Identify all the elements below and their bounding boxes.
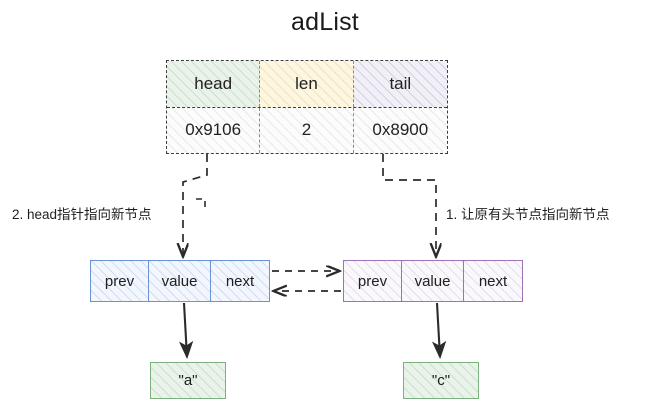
connector-left-value-to-box-a bbox=[178, 302, 194, 360]
node-right-value: value bbox=[402, 261, 464, 301]
struct-value-head: 0x9106 bbox=[167, 107, 261, 153]
struct-value-len: 2 bbox=[260, 107, 354, 153]
value-box-c: "c" bbox=[403, 362, 479, 399]
struct-header-head: head bbox=[167, 61, 261, 107]
node-right-prev: prev bbox=[344, 261, 402, 301]
list-node-right: prev value next bbox=[343, 260, 523, 302]
node-right-next: next bbox=[464, 261, 522, 301]
node-left-next: next bbox=[211, 261, 269, 301]
adlist-struct-table: head len tail 0x9106 2 0x8900 bbox=[166, 60, 448, 154]
page-title: adList bbox=[291, 8, 359, 36]
value-box-a: "a" bbox=[150, 362, 226, 399]
node-left-prev: prev bbox=[91, 261, 149, 301]
struct-value-row: 0x9106 2 0x8900 bbox=[167, 107, 447, 153]
list-node-left: prev value next bbox=[90, 260, 270, 302]
connector-head-to-left-node bbox=[183, 154, 208, 255]
annotation-step-2: 2. head指针指向新节点 bbox=[12, 207, 152, 222]
annotation-left-bracket bbox=[196, 198, 206, 207]
struct-header-len: len bbox=[260, 61, 354, 107]
node-left-value: value bbox=[149, 261, 211, 301]
struct-value-tail: 0x8900 bbox=[353, 107, 447, 153]
connector-right-value-to-box-c bbox=[431, 302, 447, 360]
annotation-step-1: 1. 让原有头节点指向新节点 bbox=[446, 207, 610, 222]
struct-header-tail: tail bbox=[353, 61, 447, 107]
connector-tail-to-right-node bbox=[382, 154, 436, 255]
struct-header-row: head len tail bbox=[167, 61, 447, 108]
